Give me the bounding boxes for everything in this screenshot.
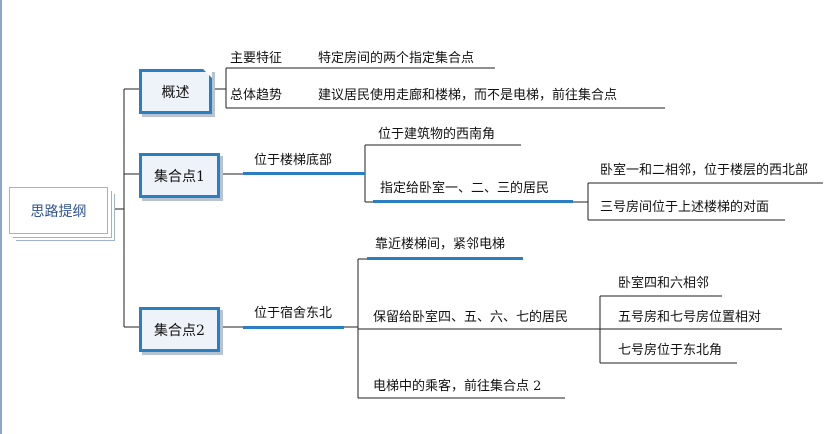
point2-detail-3: 七号房位于东北角 [618,343,723,358]
point2-location: 位于宿舍东北 [254,306,333,321]
point1-detail-1: 卧室一和二相邻，位于楼层的西北部 [600,163,809,178]
point2-child-2: 保留给卧室四、五、六、七的居民 [373,310,569,325]
overview-item-1-value: 特定房间的两个指定集合点 [318,51,475,66]
overview-node-label: 概述 [161,84,190,101]
point2-child-1: 靠近楼梯间，紧邻电梯 [375,237,506,252]
point2-detail-1: 卧室四和六相邻 [618,276,710,291]
note-corner-icon [203,69,212,78]
point1-child-2-underline [373,200,573,203]
point2-node[interactable]: 集合点2 [139,307,220,352]
root-node[interactable]: 思路提纲 [9,187,108,234]
left-edge-line [0,0,2,434]
point1-child-2: 指定给卧室一、二、三的居民 [380,181,550,196]
point2-location-underline [243,326,344,329]
point1-detail-2: 三号房间位于上述楼梯的对面 [600,200,770,215]
point2-child-1-underline [367,257,523,260]
point2-detail-2: 五号房和七号房位置相对 [618,310,762,325]
point1-location: 位于楼梯底部 [254,153,333,168]
overview-item-1-key: 主要特征 [230,51,283,66]
overview-item-2-key: 总体趋势 [230,88,283,103]
point1-node[interactable]: 集合点1 [139,153,220,198]
point1-child-1: 位于建筑物的西南角 [378,127,496,142]
point2-child-3: 电梯中的乘客，前往集合点 2 [373,379,542,394]
overview-node[interactable]: 概述 [139,69,212,114]
root-node-label: 思路提纲 [30,203,87,220]
point2-node-label: 集合点2 [154,322,205,339]
overview-item-2-value: 建议居民使用走廊和楼梯，而不是电梯，前往集合点 [318,88,618,103]
point1-node-label: 集合点1 [154,168,205,185]
point1-location-underline [243,172,365,175]
